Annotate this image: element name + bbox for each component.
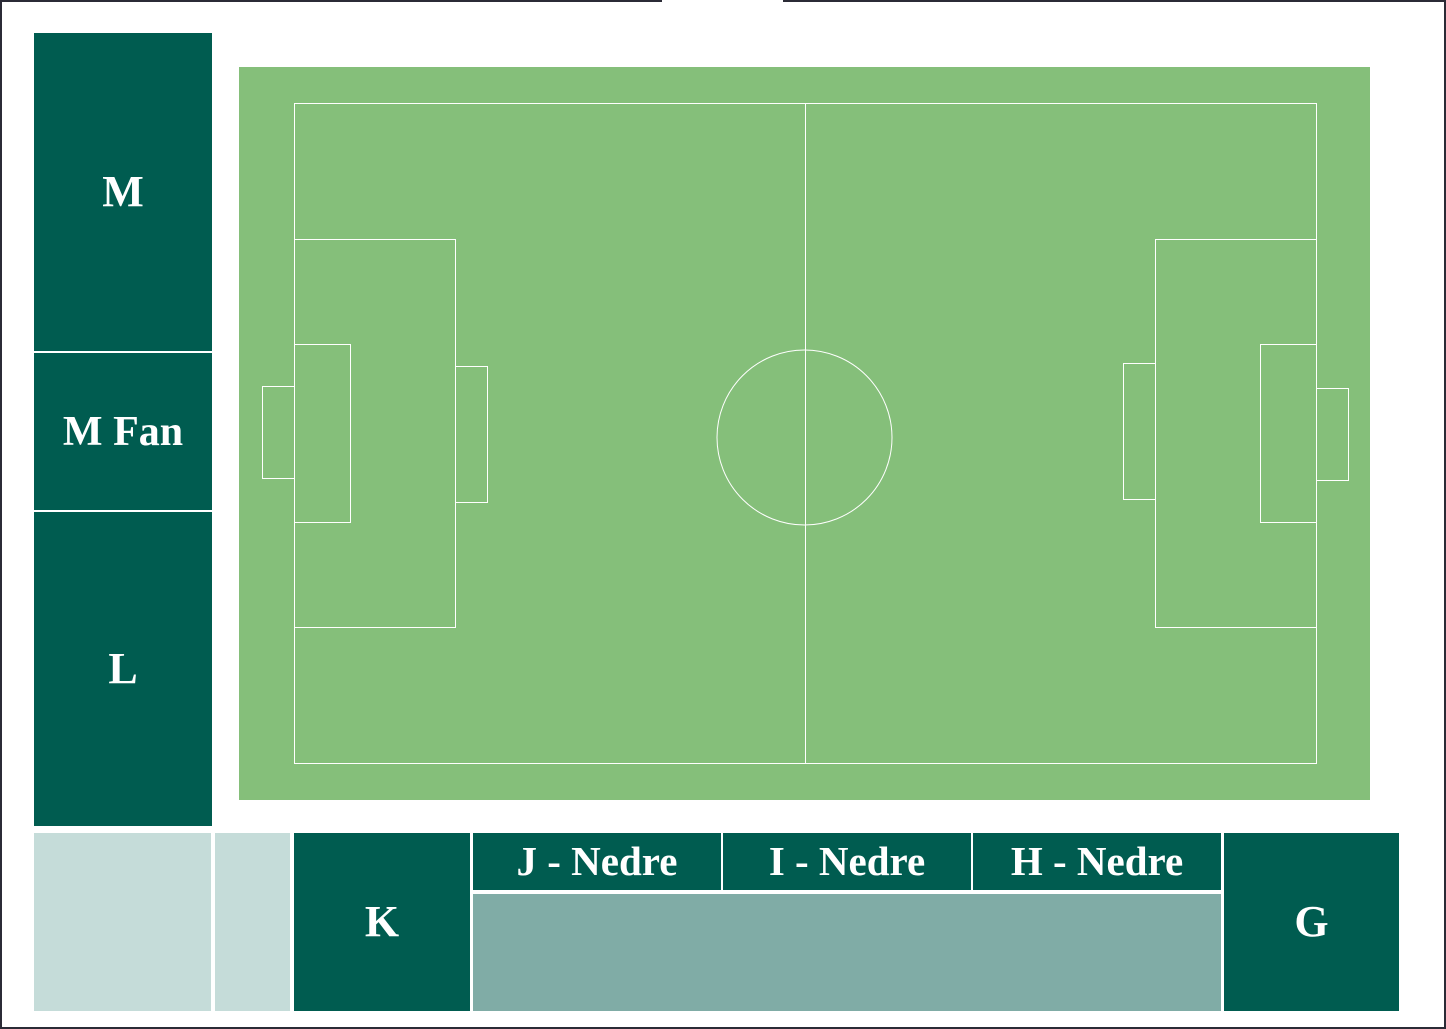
section-unlabeled-2 [215, 833, 290, 1011]
section-unlabeled-1 [34, 833, 211, 1011]
right-goal [1316, 388, 1349, 481]
frame-top-tab [662, 0, 783, 2]
section-g-label: G [1294, 897, 1329, 946]
left-goal [262, 386, 295, 479]
section-g[interactable]: G [1224, 833, 1399, 1011]
section-m-label: M [102, 167, 144, 216]
section-k[interactable]: K [294, 833, 470, 1011]
section-i-lower[interactable]: I - Nedre [723, 833, 971, 890]
left-penalty-area [294, 239, 456, 628]
football-pitch [239, 67, 1370, 800]
left-goal-area [294, 344, 351, 523]
section-l-label: L [108, 644, 138, 693]
right-penalty-arc-box [1123, 363, 1156, 500]
section-h-lower[interactable]: H - Nedre [973, 833, 1221, 890]
pitch-markings [262, 103, 1349, 764]
section-k-label: K [364, 897, 400, 946]
section-j-lower[interactable]: J - Nedre [473, 833, 721, 890]
section-m[interactable]: M [34, 33, 212, 351]
section-j-lower-label: J - Nedre [516, 838, 678, 884]
center-circle [716, 349, 893, 526]
section-l[interactable]: L [34, 512, 212, 826]
section-i-lower-label: I - Nedre [768, 838, 926, 884]
left-penalty-arc-box [455, 366, 488, 503]
section-m-fan[interactable]: M Fan [34, 353, 212, 510]
section-h-lower-label: H - Nedre [1010, 838, 1184, 884]
right-penalty-area [1155, 239, 1317, 628]
right-goal-area [1260, 344, 1317, 523]
section-lower-unlabeled [473, 894, 1221, 1011]
section-m-fan-label: M Fan [62, 408, 184, 455]
